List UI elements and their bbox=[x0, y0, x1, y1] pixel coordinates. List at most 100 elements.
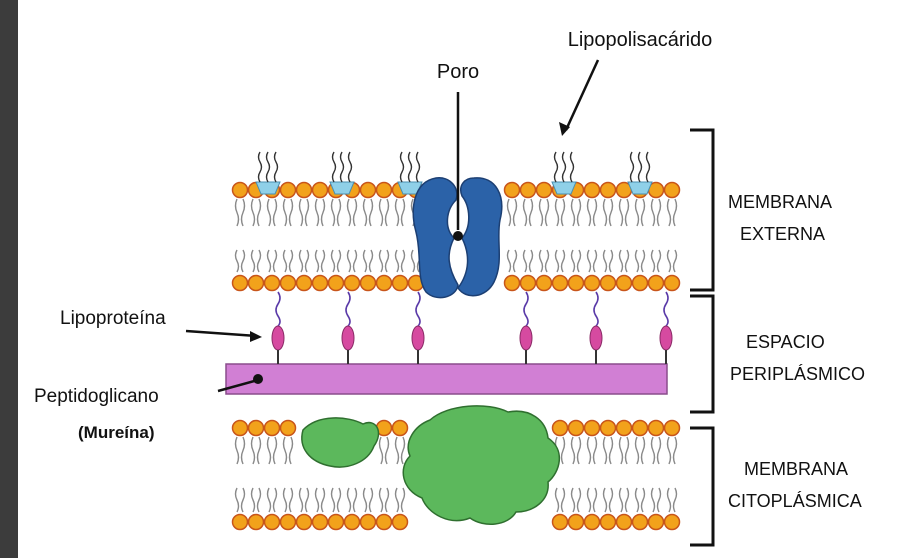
lipid-tail bbox=[396, 488, 399, 512]
lipid-tail bbox=[332, 488, 335, 512]
peptidoglycan-layer bbox=[226, 364, 667, 394]
porin-right-half bbox=[458, 178, 502, 296]
lipid-tail bbox=[364, 199, 367, 226]
lipid-tail bbox=[306, 488, 309, 512]
lipid-head bbox=[233, 276, 248, 291]
label-membrana-externa-line1: MEMBRANA bbox=[728, 192, 832, 212]
lipid-tail bbox=[642, 250, 645, 272]
lipid-tail bbox=[396, 437, 399, 464]
lipid-tail bbox=[620, 437, 623, 464]
lipid-tail bbox=[354, 199, 357, 226]
lipid-tail bbox=[508, 250, 511, 272]
lipid-head bbox=[569, 421, 584, 436]
lipid-tail bbox=[274, 437, 277, 464]
lipid-tail bbox=[242, 488, 245, 512]
lipid-head bbox=[633, 421, 648, 436]
lipid-tail bbox=[396, 250, 399, 272]
lipid-tail bbox=[348, 488, 351, 512]
lipid-head bbox=[665, 515, 680, 530]
lps-chain bbox=[341, 152, 344, 182]
lipid-head bbox=[617, 515, 632, 530]
lipoprotein-link bbox=[346, 292, 350, 326]
label-membrana-citoplasmica-line1: MEMBRANA bbox=[744, 459, 848, 479]
lipid-tail bbox=[668, 199, 671, 226]
lipoprotein-link bbox=[664, 292, 668, 326]
label-membrana-citoplasmica-line2: CITOPLÁSMICA bbox=[728, 491, 862, 511]
diagram-canvas: Poro Lipopolisacárido Lipoproteína Pepti… bbox=[18, 0, 919, 558]
lipid-tail bbox=[546, 199, 549, 226]
lipid-tail bbox=[674, 199, 677, 226]
lipid-head bbox=[633, 515, 648, 530]
lipid-head bbox=[249, 276, 264, 291]
lipid-head bbox=[297, 183, 312, 198]
lps-chain bbox=[647, 152, 650, 182]
lipid-tail bbox=[258, 488, 261, 512]
lipid-tail bbox=[588, 250, 591, 272]
lipid-tail bbox=[610, 437, 613, 464]
lipid-tail bbox=[588, 488, 591, 512]
lipoprotein bbox=[342, 326, 354, 350]
lipid-tail bbox=[242, 250, 245, 272]
lipid-tail bbox=[364, 488, 367, 512]
lipid-head bbox=[601, 276, 616, 291]
lipid-tail bbox=[604, 488, 607, 512]
membrane-protein-small bbox=[302, 418, 379, 467]
lipid-tail bbox=[514, 199, 517, 226]
lipid-tail bbox=[284, 437, 287, 464]
lipid-tail bbox=[386, 488, 389, 512]
lps-pointer-line bbox=[566, 60, 598, 130]
label-peptidoglicano: Peptidoglicano bbox=[34, 386, 159, 407]
lipid-tail bbox=[236, 250, 239, 272]
lipid-tail bbox=[572, 199, 575, 226]
lipid-head bbox=[345, 276, 360, 291]
lipid-head bbox=[553, 515, 568, 530]
lipid-tail bbox=[242, 199, 245, 226]
lipid-tail bbox=[332, 199, 335, 226]
lipid-tail bbox=[674, 488, 677, 512]
lipid-tail bbox=[274, 488, 277, 512]
lipid-head bbox=[505, 276, 520, 291]
lipid-tail bbox=[562, 488, 565, 512]
lipid-tail bbox=[546, 250, 549, 272]
lipid-tail bbox=[556, 488, 559, 512]
lipid-head bbox=[553, 421, 568, 436]
lipid-head bbox=[537, 183, 552, 198]
lipid-tail bbox=[604, 250, 607, 272]
lipid-tail bbox=[636, 437, 639, 464]
lipid-head bbox=[393, 515, 408, 530]
lipid-tail bbox=[578, 250, 581, 272]
lipid-tail bbox=[620, 199, 623, 226]
lipid-tail bbox=[284, 488, 287, 512]
lipid-tail bbox=[354, 488, 357, 512]
lipid-tail bbox=[274, 199, 277, 226]
lipid-head bbox=[377, 276, 392, 291]
lipid-tail bbox=[316, 488, 319, 512]
peptidoglycan-pointer-dot bbox=[253, 374, 263, 384]
lipid-tail bbox=[620, 250, 623, 272]
lipid-tail bbox=[284, 250, 287, 272]
lipid-head bbox=[377, 183, 392, 198]
lps-chain bbox=[275, 152, 278, 182]
lipoproteina-arrowhead bbox=[250, 331, 262, 342]
lipid-tail bbox=[658, 437, 661, 464]
lps-chain bbox=[267, 152, 270, 182]
lipid-head bbox=[281, 421, 296, 436]
lipid-tail bbox=[652, 437, 655, 464]
lipid-tail bbox=[370, 250, 373, 272]
lipid-head bbox=[585, 276, 600, 291]
lipid-head bbox=[601, 183, 616, 198]
lipid-tail bbox=[322, 250, 325, 272]
lipid-tail bbox=[258, 250, 261, 272]
label-mureina: (Mureína) bbox=[78, 423, 155, 442]
lipid-head bbox=[393, 276, 408, 291]
lipoprotein bbox=[412, 326, 424, 350]
lipid-head bbox=[585, 183, 600, 198]
lipid-tail bbox=[300, 199, 303, 226]
lipid-head bbox=[313, 276, 328, 291]
lipid-tail bbox=[252, 250, 255, 272]
lipid-tail bbox=[380, 250, 383, 272]
lipid-tail bbox=[338, 488, 341, 512]
lipid-tail bbox=[268, 199, 271, 226]
lipid-head bbox=[249, 515, 264, 530]
lipid-tail bbox=[636, 488, 639, 512]
